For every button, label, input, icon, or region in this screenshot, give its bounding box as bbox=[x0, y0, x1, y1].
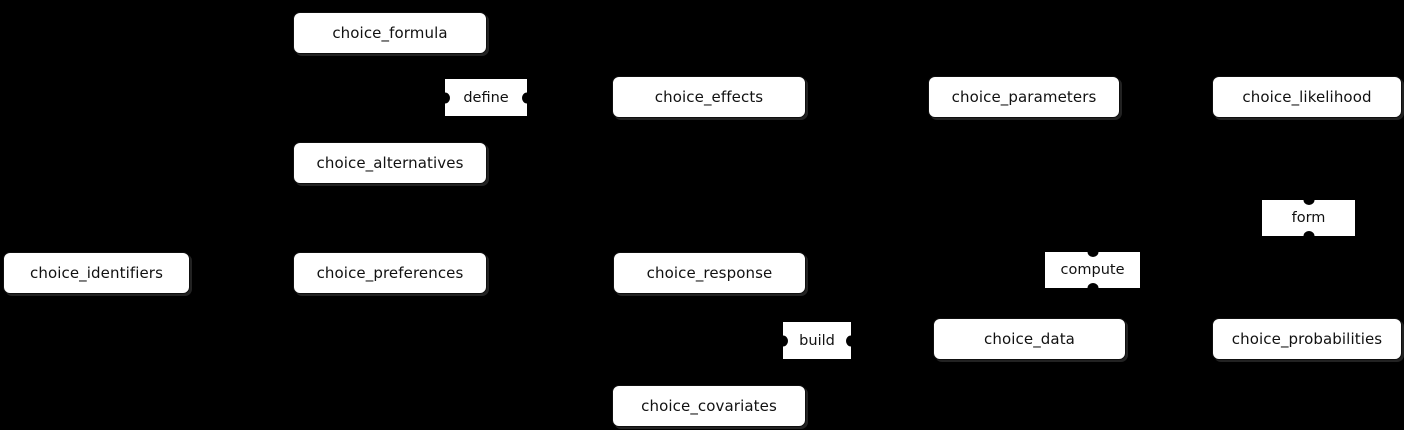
edge-label-define: define bbox=[440, 79, 532, 116]
node-label: choice_preferences bbox=[316, 264, 464, 282]
edge-notch-right bbox=[522, 92, 532, 103]
node-choice-covariates[interactable]: choice_covariates bbox=[612, 385, 806, 427]
edge-label-compute: compute bbox=[1045, 247, 1140, 293]
node-choice-formula[interactable]: choice_formula bbox=[293, 12, 487, 54]
node-choice-probabilities[interactable]: choice_probabilities bbox=[1212, 318, 1402, 360]
node-label: choice_data bbox=[984, 330, 1075, 348]
edge-notch-left bbox=[778, 335, 788, 346]
node-choice-data[interactable]: choice_data bbox=[933, 318, 1126, 360]
edge-notch-bottom bbox=[1303, 231, 1314, 241]
node-choice-response[interactable]: choice_response bbox=[613, 252, 806, 294]
node-label: choice_covariates bbox=[641, 397, 777, 415]
edge-notch-right bbox=[846, 335, 856, 346]
edge-label-text: define bbox=[463, 89, 509, 106]
edge-label-form: form bbox=[1262, 195, 1355, 241]
node-choice-likelihood[interactable]: choice_likelihood bbox=[1212, 76, 1402, 118]
node-label: choice_response bbox=[646, 264, 773, 282]
node-label: choice_effects bbox=[654, 88, 764, 106]
edge-notch-left bbox=[440, 92, 450, 103]
node-label: choice_alternatives bbox=[316, 154, 464, 172]
edge-notch-bottom bbox=[1087, 283, 1098, 293]
node-choice-effects[interactable]: choice_effects bbox=[612, 76, 806, 118]
edge-label-text: form bbox=[1291, 210, 1326, 226]
node-choice-parameters[interactable]: choice_parameters bbox=[928, 76, 1120, 118]
node-label: choice_parameters bbox=[951, 88, 1097, 106]
edge-label-build: build bbox=[778, 322, 856, 359]
node-choice-identifiers[interactable]: choice_identifiers bbox=[3, 252, 190, 294]
edge-notch-top bbox=[1087, 247, 1098, 257]
edge-label-text: compute bbox=[1060, 262, 1125, 278]
edge-notch-top bbox=[1303, 195, 1314, 205]
node-label: choice_probabilities bbox=[1231, 330, 1383, 348]
node-label: choice_formula bbox=[332, 24, 448, 42]
node-choice-alternatives[interactable]: choice_alternatives bbox=[293, 142, 487, 184]
node-choice-preferences[interactable]: choice_preferences bbox=[293, 252, 487, 294]
node-label: choice_likelihood bbox=[1242, 88, 1372, 106]
edge-label-text: build bbox=[799, 332, 835, 349]
node-label: choice_identifiers bbox=[29, 264, 163, 282]
